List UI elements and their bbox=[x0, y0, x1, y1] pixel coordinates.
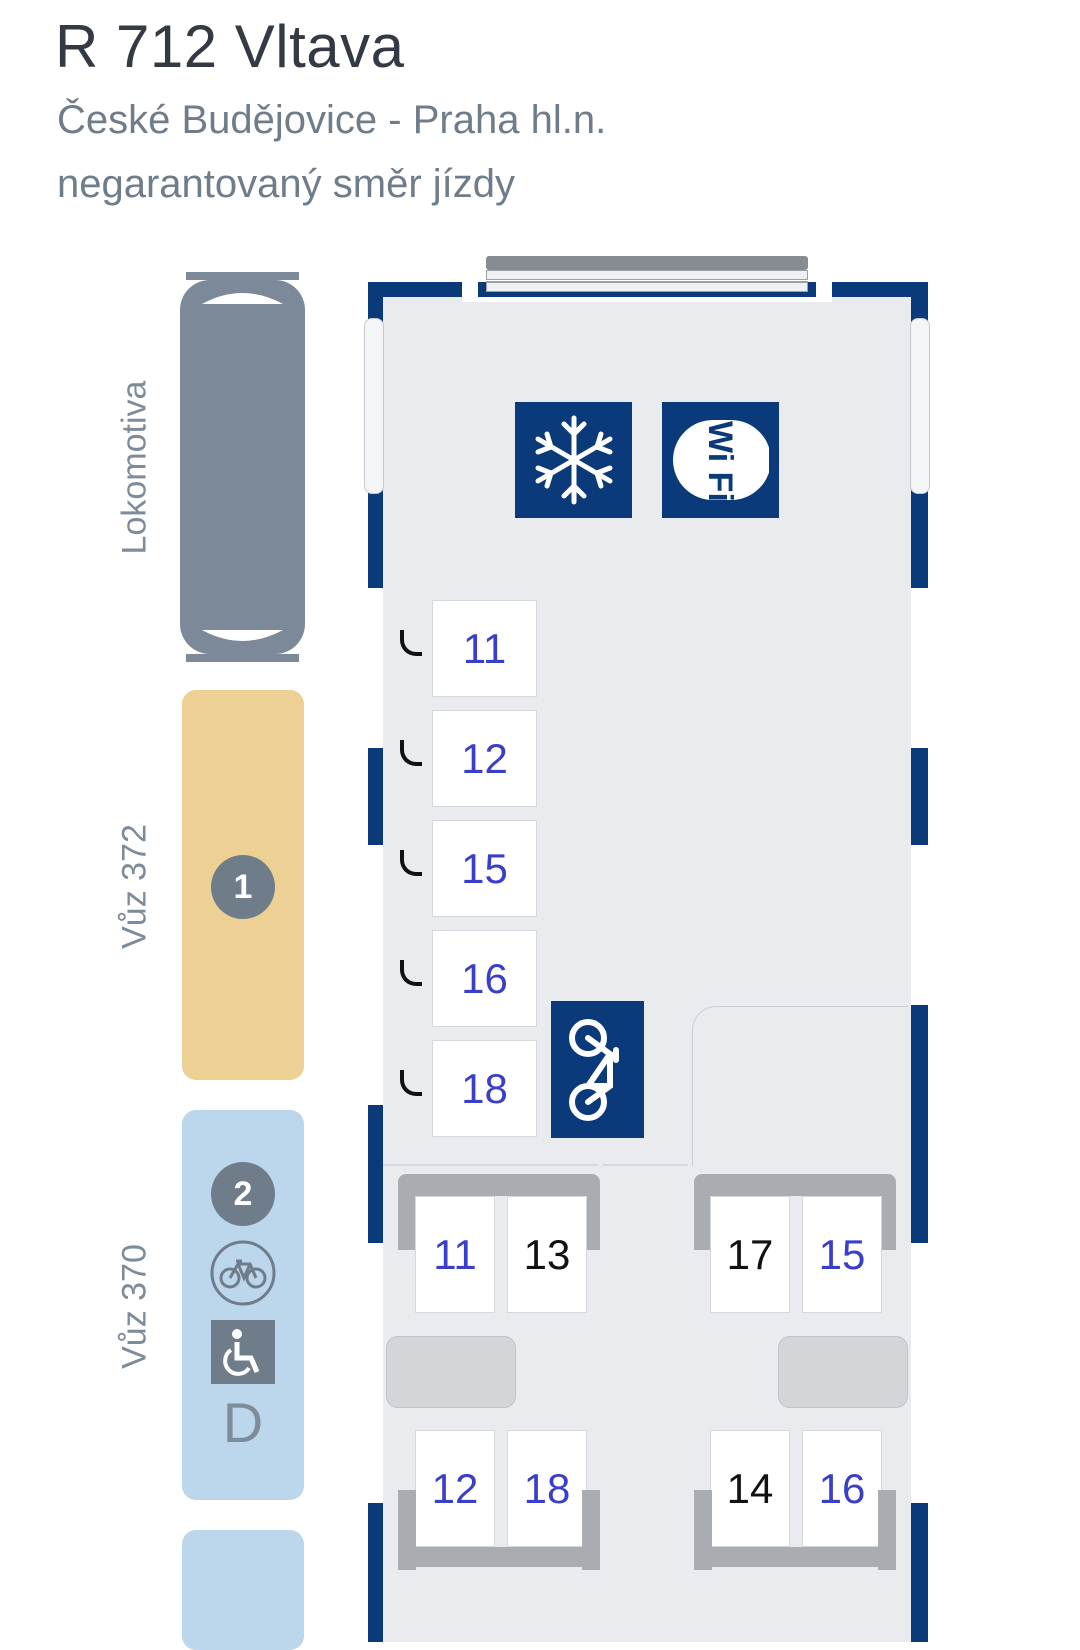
wagon-372-label: Vůz 372 bbox=[115, 824, 154, 949]
coat-hook-icon bbox=[400, 740, 422, 766]
wheelchair-icon bbox=[211, 1320, 275, 1384]
wagon-372[interactable]: 1 bbox=[182, 690, 304, 1080]
seat-12-compartment[interactable]: 12 bbox=[415, 1430, 495, 1547]
wagon-370-label: Vůz 370 bbox=[115, 1244, 154, 1369]
snowflake-icon bbox=[515, 402, 632, 518]
gangway bbox=[486, 256, 808, 270]
locomotive-icon bbox=[180, 272, 305, 662]
seat-11-compartment[interactable]: 11 bbox=[415, 1196, 495, 1313]
seat-18[interactable]: 18 bbox=[432, 1040, 537, 1137]
table bbox=[386, 1336, 516, 1408]
seat-15[interactable]: 15 bbox=[432, 820, 537, 917]
direction-note: negarantovaný směr jízdy bbox=[57, 162, 516, 206]
route-text: České Budějovice - Praha hl.n. bbox=[57, 98, 607, 142]
wagon-next[interactable] bbox=[182, 1530, 304, 1650]
seat-15-compartment[interactable]: 15 bbox=[802, 1196, 882, 1313]
class-badge: 2 bbox=[211, 1162, 275, 1226]
door-right bbox=[910, 318, 930, 494]
seat-11[interactable]: 11 bbox=[432, 600, 537, 697]
coat-hook-icon bbox=[400, 630, 422, 656]
seat-18-compartment[interactable]: 18 bbox=[507, 1430, 587, 1547]
locomotive[interactable] bbox=[180, 272, 305, 662]
wagon-370[interactable]: 2 D bbox=[182, 1110, 304, 1500]
seat-16-compartment[interactable]: 16 bbox=[802, 1430, 882, 1547]
wifi-icon: Wi Fi bbox=[662, 402, 779, 518]
class-badge: 1 bbox=[211, 855, 275, 919]
seat-12[interactable]: 12 bbox=[432, 710, 537, 807]
seat-17[interactable]: 17 bbox=[710, 1196, 790, 1313]
luggage-area bbox=[692, 1006, 908, 1166]
train-title: R 712 Vltava bbox=[55, 13, 405, 80]
bicycle-icon bbox=[551, 1001, 644, 1138]
seat-14[interactable]: 14 bbox=[710, 1430, 790, 1547]
locomotive-label: Lokomotiva bbox=[115, 380, 154, 555]
door-left bbox=[364, 318, 384, 494]
wagon-letter: D bbox=[222, 1391, 264, 1454]
coat-hook-icon bbox=[400, 850, 422, 876]
bicycle-icon bbox=[210, 1240, 276, 1306]
coat-hook-icon bbox=[400, 1070, 422, 1096]
table bbox=[778, 1336, 908, 1408]
coat-hook-icon bbox=[400, 960, 422, 986]
seat-13[interactable]: 13 bbox=[507, 1196, 587, 1313]
seat-16[interactable]: 16 bbox=[432, 930, 537, 1027]
